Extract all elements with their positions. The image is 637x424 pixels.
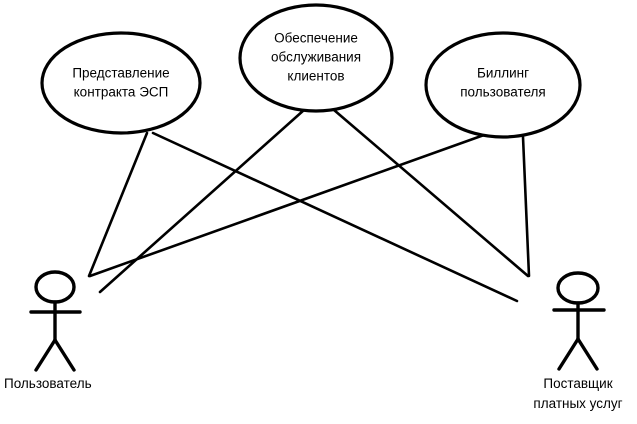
use-case-ellipse[interactable]	[424, 31, 582, 139]
association-service-to-provider[interactable]	[332, 108, 530, 278]
association-lines-group	[87, 108, 531, 303]
use-case-label-line-2: пользователя	[460, 85, 546, 100]
use-case-label-line-2: контракта ЭСП	[74, 85, 169, 100]
association-service-to-user[interactable]	[98, 108, 306, 294]
association-billing-to-user[interactable]	[88, 133, 486, 278]
use-case-customer-service[interactable]: Обеспечение обслуживания клиентов	[238, 3, 394, 113]
actor-label-line-1: Поставщик	[543, 376, 612, 391]
association-contract-to-provider[interactable]	[151, 131, 519, 303]
actor-paid-service-provider[interactable]: Поставщик платных услуг	[533, 271, 623, 411]
use-case-label-line-1: Обеспечение	[274, 31, 358, 46]
use-case-label-line-3: клиентов	[287, 69, 344, 84]
actor-head-icon	[556, 271, 600, 305]
actor-label: Пользователь	[4, 376, 92, 391]
use-case-user-billing[interactable]: Биллинг пользователя	[424, 31, 582, 139]
use-case-label-line-1: Представление	[72, 66, 169, 81]
actor-right-leg-line	[53, 338, 76, 372]
use-case-ellipse[interactable]	[238, 3, 394, 113]
actor-user[interactable]: Пользователь	[4, 270, 92, 391]
use-case-contract-presentation[interactable]: Представление контракта ЭСП	[40, 31, 202, 135]
use-case-label-line-1: Биллинг	[477, 66, 529, 81]
association-billing-to-provider[interactable]	[521, 135, 531, 278]
association-contract-to-user[interactable]	[87, 131, 149, 278]
actor-left-leg-line	[557, 337, 580, 371]
actor-left-leg-line	[34, 338, 57, 372]
use-case-ellipse[interactable]	[40, 31, 202, 135]
actor-head-icon	[34, 270, 76, 304]
actor-right-leg-line	[576, 337, 599, 371]
use-case-label-line-2: обслуживания	[271, 50, 361, 65]
actor-label-line-2: платных услуг	[533, 396, 622, 411]
